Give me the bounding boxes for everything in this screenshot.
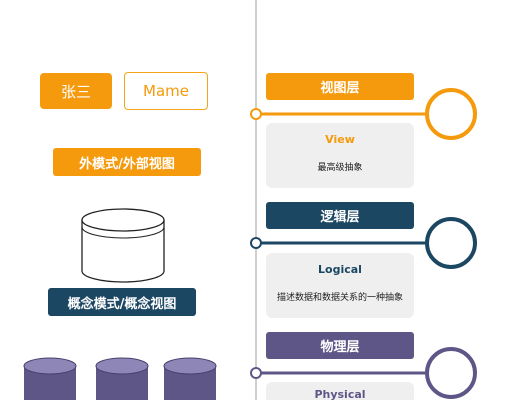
timeline-line <box>255 0 257 400</box>
name-box-zhangsan: 张三 <box>40 73 112 109</box>
name-box-mame: Mame <box>124 72 208 110</box>
layer-desc-logical: 描述数据和数据关系的一种抽象 <box>276 293 403 303</box>
timeline-dot-view <box>250 108 262 120</box>
physical-database-icon-2 <box>95 357 149 400</box>
ring-logical <box>425 217 477 269</box>
layer-card-logical: Logical 描述数据和数据关系的一种抽象 <box>266 253 414 318</box>
conceptual-schema-tag: 概念模式/概念视图 <box>48 288 196 316</box>
ring-physical <box>425 347 477 399</box>
layer-title-physical: Physical <box>314 388 366 401</box>
layer-head-logical: 逻辑层 <box>266 202 414 229</box>
external-schema-tag: 外模式/外部视图 <box>53 148 201 176</box>
physical-database-icon-3 <box>163 357 217 400</box>
timeline-dot-physical <box>250 367 262 379</box>
layer-desc-view: 最高级抽象 <box>317 163 363 173</box>
layer-head-view: 视图层 <box>266 73 414 100</box>
layer-card-view: View 最高级抽象 <box>266 123 414 188</box>
physical-database-icon-1 <box>23 357 77 400</box>
layer-head-physical: 物理层 <box>266 332 414 359</box>
timeline-dot-logical <box>250 237 262 249</box>
conceptual-database-icon <box>81 208 165 283</box>
layer-title-logical: Logical <box>318 263 362 276</box>
layer-title-view: View <box>325 133 355 146</box>
layer-card-physical: Physical <box>266 382 414 401</box>
ring-view <box>425 88 477 140</box>
